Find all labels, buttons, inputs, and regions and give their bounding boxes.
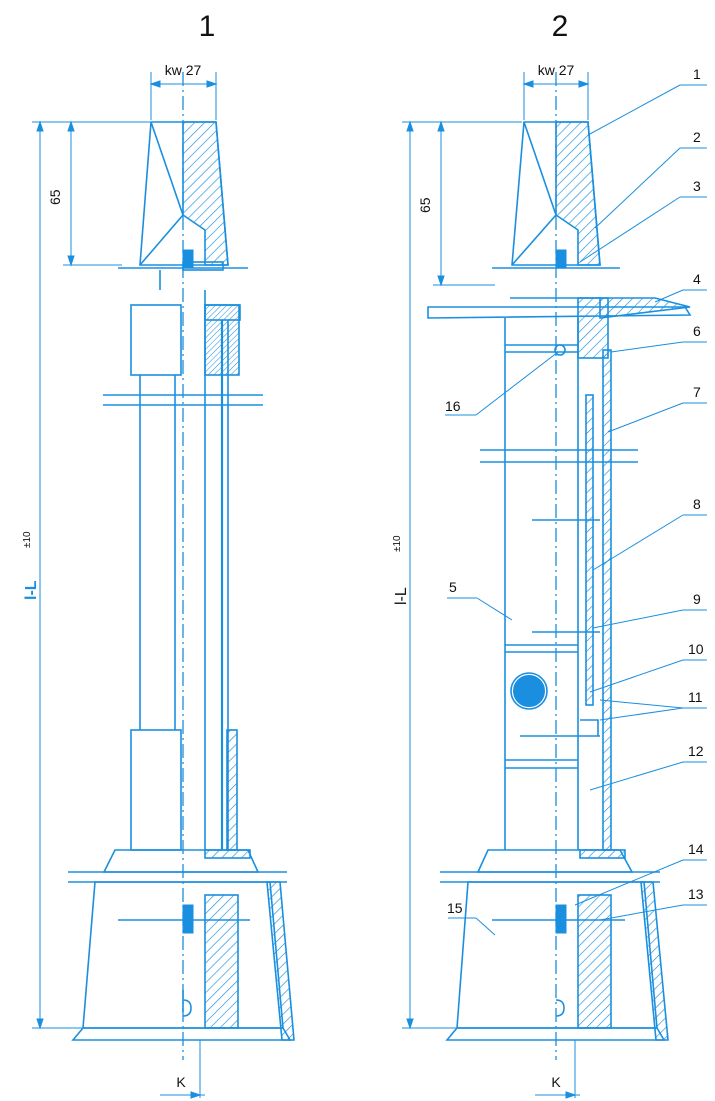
callout-12: 12 [688,743,704,759]
view-1-length-label: l-L [23,580,40,600]
view-1-height-dim: 65 [47,189,63,205]
callout-4: 4 [693,271,701,287]
callout-15: 15 [447,900,463,916]
callout-6: 6 [693,323,701,339]
view-2-k-label: K [551,1074,561,1090]
callout-5: 5 [449,579,457,595]
callout-3: 3 [693,178,701,194]
callout-8: 8 [693,496,701,512]
callout-7: 7 [693,384,701,400]
callout-2: 2 [693,129,701,145]
callout-1: 1 [693,66,701,82]
view-2-width-dim: kw 27 [538,62,575,78]
callout-9: 9 [693,591,701,607]
view-2: 2 kw 27 65 l-L ±10 [392,10,707,1099]
view-1-tolerance: ±10 [22,531,33,548]
view-1-width-dim: kw 27 [165,62,202,78]
callout-16: 16 [445,398,461,414]
callout-10: 10 [688,641,704,657]
callout-13: 13 [688,886,704,902]
view-2-length-label: l-L [393,587,410,605]
view-1: 1 kw 27 65 l-L ±10 [22,10,295,1099]
view-1-number: 1 [199,10,216,43]
view-2-number: 2 [552,10,569,43]
callout-14: 14 [688,841,704,857]
view-1-k-label: K [176,1074,186,1090]
view-2-tolerance: ±10 [392,535,403,552]
callout-11: 11 [688,689,703,705]
view-2-height-dim: 65 [417,197,433,213]
